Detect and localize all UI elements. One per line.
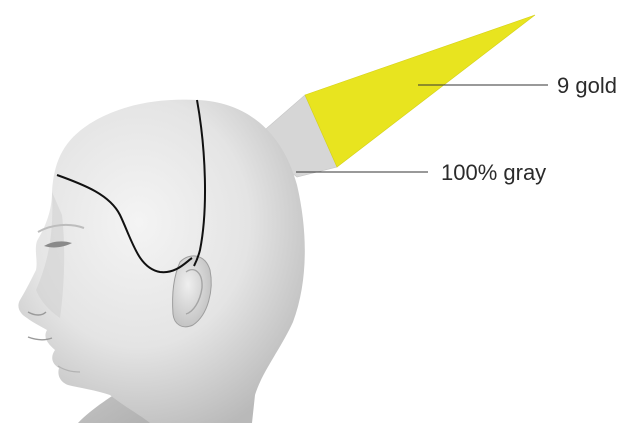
base-color-label: 100% gray	[441, 162, 546, 184]
tip-color-label: 9 gold	[557, 75, 617, 97]
strand-gold-section	[305, 15, 535, 167]
